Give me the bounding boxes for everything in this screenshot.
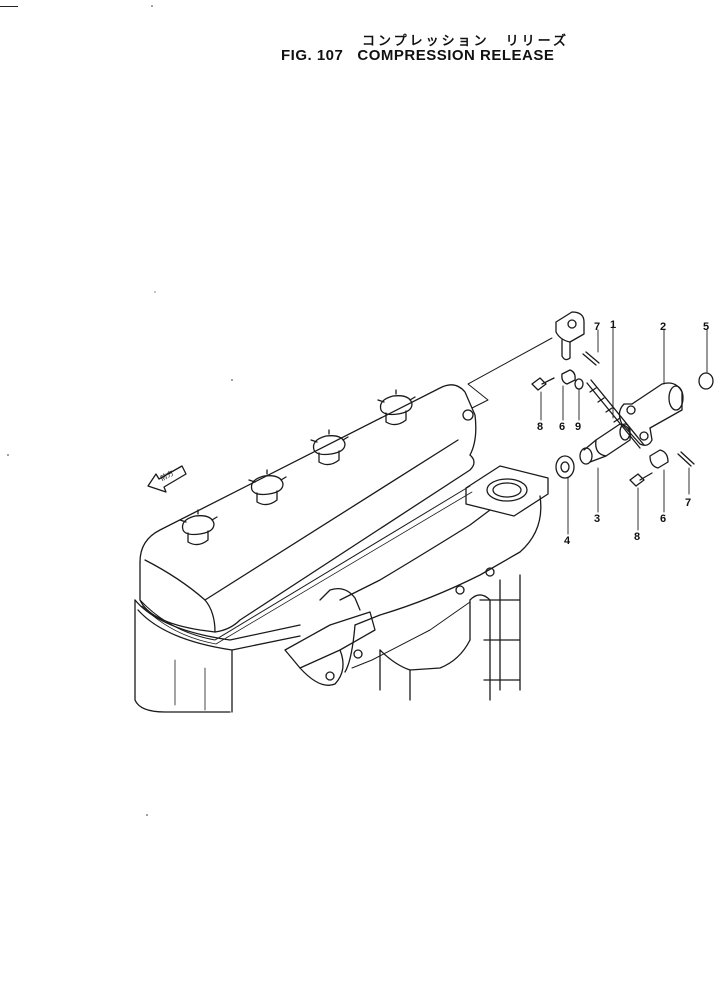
filler-cap-2 bbox=[248, 469, 287, 506]
valve-cover bbox=[139, 384, 477, 645]
figure-title: FIG. 107 COMPRESSION RELEASE bbox=[281, 47, 568, 64]
figure-name: COMPRESSION RELEASE bbox=[357, 47, 555, 64]
leader-line bbox=[467, 337, 553, 409]
callout-1: 1 bbox=[610, 319, 616, 331]
part-snap-ring-5 bbox=[698, 372, 714, 390]
part-washer-9 bbox=[574, 378, 584, 390]
filler-cap-3 bbox=[310, 429, 349, 466]
part-bolt-8 bbox=[531, 377, 555, 391]
part-bolt-8b bbox=[629, 472, 653, 487]
figure-number: FIG. 107 bbox=[281, 47, 344, 64]
forward-arrow bbox=[147, 465, 187, 493]
callout-2: 2 bbox=[660, 321, 666, 333]
part-spring-pin-7 bbox=[582, 351, 600, 366]
part-lever-bracket bbox=[555, 311, 585, 361]
callout-labels: 7 1 2 5 8 6 9 3 4 6 7 8 bbox=[537, 319, 709, 547]
part-collar-6 bbox=[561, 369, 576, 385]
callout-3: 3 bbox=[594, 513, 600, 525]
callout-5: 5 bbox=[703, 321, 709, 333]
part-lever-2 bbox=[618, 382, 684, 446]
part-seal-ring-4 bbox=[555, 455, 575, 479]
callout-6-right: 6 bbox=[660, 513, 666, 525]
callout-9: 9 bbox=[575, 421, 581, 433]
filler-cap-4 bbox=[377, 389, 416, 426]
callout-8-left: 8 bbox=[537, 421, 543, 433]
callout-6-left: 6 bbox=[559, 421, 565, 433]
filler-cap-1 bbox=[179, 509, 218, 546]
callout-4: 4 bbox=[564, 535, 571, 547]
scan-specks bbox=[7, 5, 233, 816]
part-shaft-1 bbox=[586, 379, 645, 449]
callout-8-right: 8 bbox=[634, 531, 640, 543]
figure-title-japanese: コンプレッション リリーズ bbox=[362, 34, 569, 49]
exploded-parts bbox=[531, 311, 714, 487]
exhaust-manifold bbox=[284, 465, 549, 686]
callout-7-right: 7 bbox=[685, 497, 691, 509]
callout-leaders bbox=[540, 325, 708, 535]
part-sleeve-3 bbox=[579, 423, 631, 465]
corner-mark bbox=[0, 6, 18, 7]
engine-block bbox=[134, 574, 521, 713]
part-collar-6b bbox=[649, 449, 669, 469]
part-spring-pin-7b bbox=[677, 451, 695, 467]
filler-caps bbox=[179, 389, 416, 546]
callout-7-top: 7 bbox=[594, 321, 600, 333]
